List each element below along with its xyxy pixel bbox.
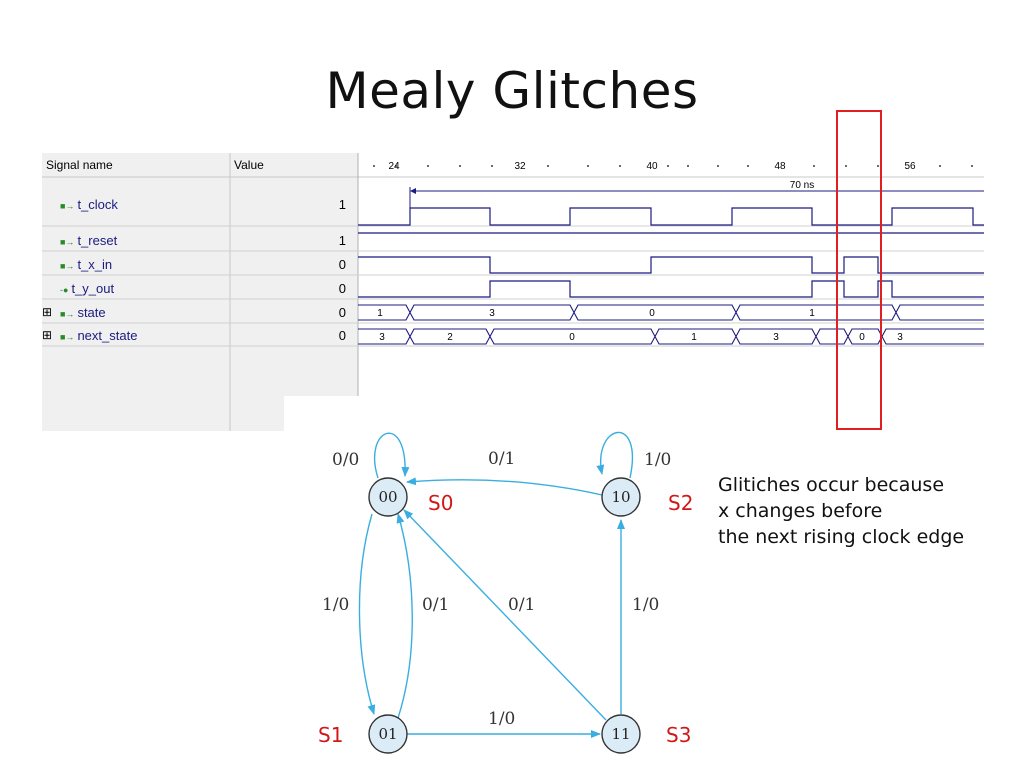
edge-label-s1-to-s3: 1/0 xyxy=(488,709,515,729)
state-tag-s1: S1 xyxy=(318,723,343,747)
state-tag-s3: S3 xyxy=(666,723,691,747)
signal-name: t_clock xyxy=(77,197,118,212)
edge-s2-self-loop xyxy=(596,431,634,479)
edge-label-s3-to-s2: 1/0 xyxy=(632,595,659,615)
state-tag-s2: S2 xyxy=(668,491,693,515)
measure-label: 70 ns xyxy=(790,180,814,191)
signal-name-header[interactable]: Signal name xyxy=(46,158,113,172)
time-tick-label: 40 xyxy=(646,161,658,172)
edge-label-s0-self: 0/0 xyxy=(332,450,359,470)
glitch-highlight-box xyxy=(836,110,882,430)
bus-state xyxy=(358,304,984,321)
node-label: 11 xyxy=(611,725,630,743)
edge-label-s1-to-s0: 0/1 xyxy=(422,595,449,615)
signal-value: 0 xyxy=(338,328,346,343)
signal-value: 1 xyxy=(338,197,346,212)
glitch-explanation: Glitiches occur because x changes before… xyxy=(718,472,1018,550)
edge-s3-to-s0 xyxy=(403,509,607,721)
bus-value: 1 xyxy=(809,308,815,319)
waveform-plot[interactable]: 24 32 40 48 56 70 ns 1 3 0 1 xyxy=(42,153,984,431)
node-label: 00 xyxy=(378,488,397,506)
expand-icon[interactable]: ⊞ xyxy=(42,328,53,342)
edge-s0-to-s1 xyxy=(358,513,376,715)
signal-value: 0 xyxy=(338,281,346,296)
signal-name: next_state xyxy=(77,328,138,343)
bus-next-state xyxy=(358,328,984,345)
node-s0: 00 xyxy=(368,477,408,517)
input-signal-icon: ■→ xyxy=(60,332,75,342)
signal-list-panel xyxy=(42,153,358,431)
wave-t-y-out xyxy=(358,280,984,298)
signal-name: t_reset xyxy=(77,233,118,248)
waveform-viewer: Signal name Value ■→t_clock 1 ■→t_reset … xyxy=(42,153,984,431)
bus-value: 1 xyxy=(691,332,697,343)
wave-t-clock xyxy=(358,207,984,226)
expand-icon[interactable]: ⊞ xyxy=(42,305,53,319)
bus-value: 0 xyxy=(859,332,865,343)
signal-name: t_x_in xyxy=(77,257,113,272)
caption-line: Glitiches occur because xyxy=(718,474,945,496)
bus-value: 3 xyxy=(489,308,495,319)
state-tag-s0: S0 xyxy=(428,491,453,515)
edge-label-s3-to-s0: 0/1 xyxy=(508,595,535,615)
slide-title: Mealy Glitches xyxy=(325,62,699,120)
edge-label-s2-to-s0: 0/1 xyxy=(488,449,515,469)
node-s3: 11 xyxy=(601,714,641,754)
bus-value: 3 xyxy=(379,332,385,343)
signal-name: state xyxy=(77,305,106,320)
caption-line: x changes before xyxy=(718,500,883,522)
node-s2: 10 xyxy=(601,477,641,517)
signal-value: 1 xyxy=(338,233,346,248)
input-signal-icon: ■→ xyxy=(60,309,75,319)
time-tick-label: 56 xyxy=(904,161,916,172)
edge-s1-to-s0 xyxy=(396,513,413,719)
time-tick-label: 32 xyxy=(514,161,526,172)
bus-value: 0 xyxy=(569,332,575,343)
value-header[interactable]: Value xyxy=(234,158,264,172)
time-tick-label: 24 xyxy=(388,161,400,172)
signal-value: 0 xyxy=(338,305,346,320)
signal-value: 0 xyxy=(338,257,346,272)
measure-arrow-icon xyxy=(410,188,416,194)
node-label: 10 xyxy=(611,488,630,506)
input-signal-icon: ■→ xyxy=(60,237,75,247)
signal-name: t_y_out xyxy=(71,281,115,296)
edge-s0-self-loop xyxy=(373,432,410,479)
state-diagram: 00 10 01 11 S0 S2 S1 S3 0/0 1/0 0/1 1/0 … xyxy=(284,396,726,768)
bus-value: 1 xyxy=(377,308,383,319)
output-signal-icon: -● xyxy=(60,285,69,295)
wave-t-x-in xyxy=(358,256,984,274)
ruler-dots xyxy=(373,165,973,167)
caption-line: the next rising clock edge xyxy=(718,526,965,548)
edge-label-s2-self: 1/0 xyxy=(644,450,671,470)
bus-value: 3 xyxy=(773,332,779,343)
bus-value: 0 xyxy=(649,308,655,319)
node-s1: 01 xyxy=(368,714,408,754)
edge-s2-to-s0 xyxy=(406,477,603,496)
input-signal-icon: ■→ xyxy=(60,261,75,271)
bus-value: 3 xyxy=(897,332,903,343)
edge-label-s0-to-s1: 1/0 xyxy=(322,595,349,615)
input-signal-icon: ■→ xyxy=(60,201,75,211)
bus-value: 2 xyxy=(447,332,453,343)
node-label: 01 xyxy=(378,725,397,743)
time-tick-label: 48 xyxy=(774,161,786,172)
